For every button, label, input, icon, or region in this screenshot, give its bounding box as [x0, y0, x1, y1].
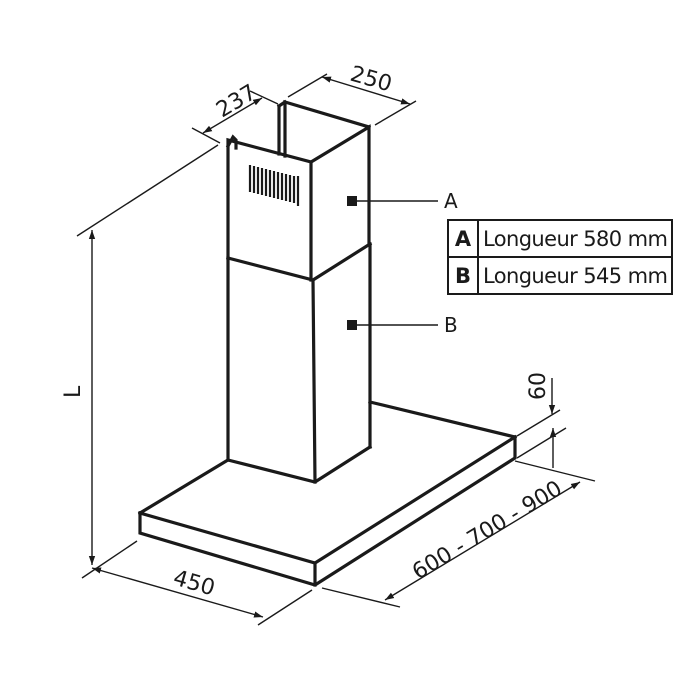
callout-A: A [347, 189, 458, 213]
dimension-450-label: 450 [170, 566, 217, 602]
marker-A-icon [347, 196, 357, 206]
hood-body [137, 400, 518, 587]
marker-B-icon [347, 320, 357, 330]
lower-chimney-B [226, 241, 373, 484]
callout-B-label: B [444, 313, 458, 337]
dimension-60-label: 60 [526, 372, 551, 400]
upper-chimney-A [225, 99, 371, 282]
dimension-237: 237 [191, 80, 279, 144]
dimension-L: L [61, 144, 219, 579]
length-legend-table: A Longueur 580 mm B Longueur 545 mm [447, 219, 674, 295]
dimension-width-label: 600 - 700 - 900 [408, 476, 566, 585]
legend-row: A Longueur 580 mm [447, 219, 674, 258]
legend-value: Longueur 545 mm [476, 256, 674, 295]
legend-value: Longueur 580 mm [476, 219, 674, 258]
dimension-250-label: 250 [347, 62, 394, 98]
legend-key: A [447, 219, 479, 258]
dimension-60: 60 [516, 372, 567, 468]
legend-key: B [447, 256, 479, 295]
dimension-250: 250 [287, 62, 417, 126]
vent-grille-icon [248, 165, 300, 206]
dimension-L-label: L [61, 385, 86, 398]
callout-B: B [347, 313, 458, 337]
callout-A-label: A [444, 189, 458, 213]
legend-row: B Longueur 545 mm [447, 256, 674, 295]
dimension-237-label: 237 [212, 80, 261, 123]
